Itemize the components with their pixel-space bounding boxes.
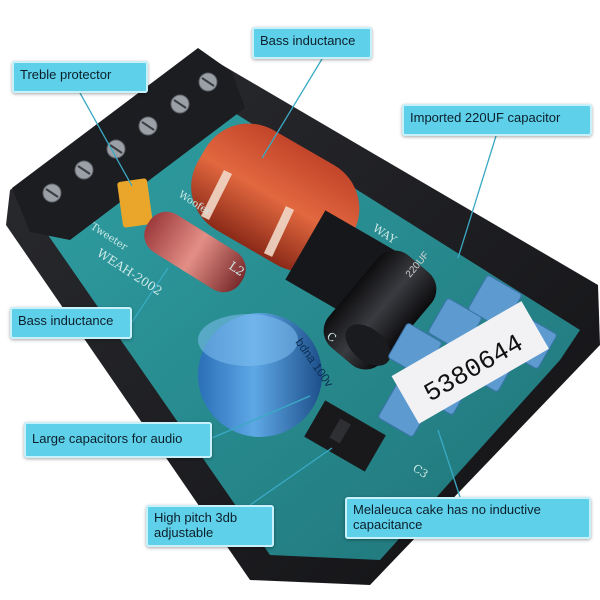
terminal-blocks [12, 48, 245, 240]
callout-bass-inductance-left: Bass inductance [10, 307, 132, 339]
large-audio-capacitor [198, 313, 322, 437]
callout-melaleuca-cake: Melaleuca cake has no inductive capacita… [345, 497, 591, 539]
callout-bass-inductance-top: Bass inductance [252, 27, 372, 59]
callout-large-capacitors: Large capacitors for audio [24, 422, 212, 458]
callout-treble-protector: Treble protector [12, 61, 148, 93]
callout-high-pitch: High pitch 3db adjustable [146, 505, 274, 547]
treble-protector [117, 178, 153, 228]
bass-inductor-large [191, 123, 395, 320]
capacitor-220uf [323, 250, 437, 370]
pitch-switch [304, 400, 386, 472]
leader-lines [79, 58, 497, 506]
callout-imported-capacitor: Imported 220UF capacitor [402, 104, 592, 136]
serial-sticker [391, 301, 549, 424]
bass-inductor-small [144, 211, 246, 293]
